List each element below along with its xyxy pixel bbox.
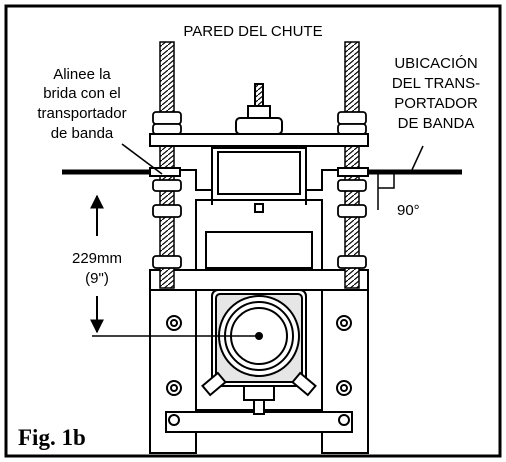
location-label-line-3: PORTADOR: [394, 95, 478, 112]
threaded-rods: [159, 41, 360, 289]
location-label-line-1: UBICACIÓN: [394, 55, 477, 72]
left-threaded-rod: [159, 41, 175, 289]
angle-label: 90°: [397, 202, 420, 219]
align-leader: [121, 143, 163, 175]
mounting-bracket: [149, 83, 369, 213]
figure-caption: Fig. 1b: [18, 425, 86, 450]
wall-label: PARED DEL CHUTE: [183, 23, 322, 40]
right-threaded-rod: [344, 41, 360, 289]
location-leader: [410, 145, 424, 173]
dimension-mm-label: 229mm: [72, 250, 122, 267]
nuts: [152, 111, 367, 269]
right-angle-mark: [377, 172, 395, 210]
align-label-line-4: de banda: [51, 125, 114, 142]
dimension-in-label: (9"): [85, 270, 109, 287]
location-label-line-2: DEL TRANS-: [392, 75, 480, 92]
align-label-line-1: Alinee la: [53, 66, 111, 83]
vibrator-housing: [201, 289, 317, 415]
align-label-line-3: transportador: [37, 105, 126, 122]
location-label-line-4: DE BANDA: [398, 115, 475, 132]
align-label-line-2: brida con el: [43, 85, 121, 102]
